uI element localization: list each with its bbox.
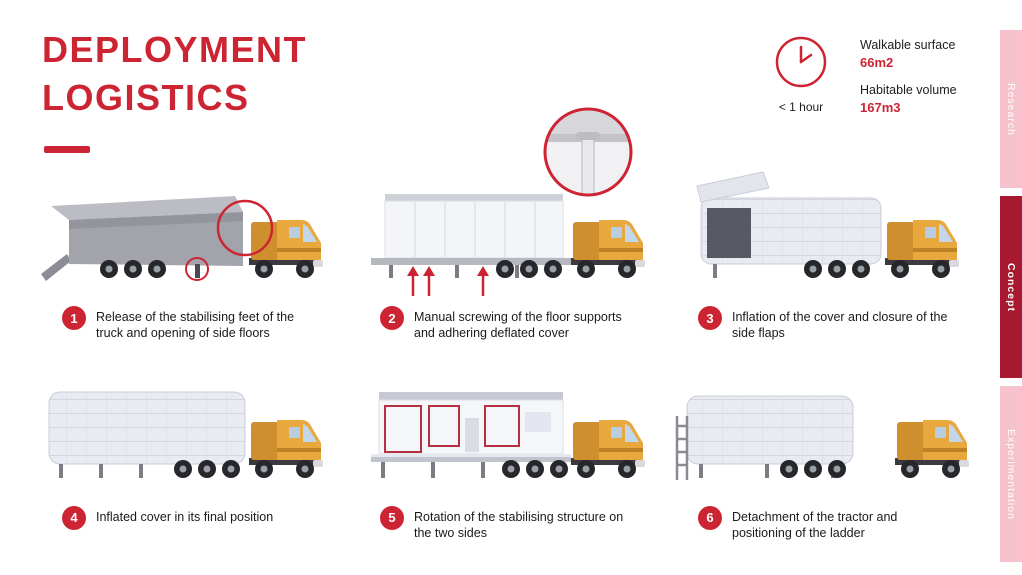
page-title: DEPLOYMENT LOGISTICS [42,26,307,122]
step-5-image [346,356,664,498]
step-3-caption: 3 Inflation of the cover and closure of … [664,306,982,342]
title-underline [44,146,90,153]
step-6-number-badge: 6 [698,505,722,530]
step-6-image [664,356,982,498]
stat-value: 167m3 [860,100,901,115]
clock-icon [775,36,827,88]
step-5-caption: 5 Rotation of the stabilising structure … [346,505,664,542]
step-2-number-badge: 2 [380,306,404,330]
step-4-number-badge: 4 [62,505,86,530]
step-4: 4 Inflated cover in its final position [28,356,346,542]
tab-experimentation[interactable]: Experimentation [1000,386,1022,562]
step-2-image [346,156,664,298]
deployment-time: < 1 hour [772,34,830,114]
step-4-image [28,356,346,498]
tab-research-label: Research [1005,82,1017,136]
step-2-caption: 2 Manual screwing of the floor supports … [346,306,664,342]
tab-concept[interactable]: Concept [1000,196,1022,378]
step-1-number-badge: 1 [62,306,86,330]
step-4-caption: 4 Inflated cover in its final position [28,505,346,530]
step-6: 6 Detachment of the tractor and position… [664,356,982,542]
tab-experimentation-label: Experimentation [1005,428,1017,520]
step-5-truck-illustration [371,391,645,478]
step-3-caption-text: Inflation of the cover and closure of th… [732,310,948,341]
stat-label: Walkable surface [860,38,956,52]
step-1: 1 Release of the stabilising feet of the… [28,156,346,342]
step-3-number-badge: 3 [698,306,722,330]
step-5: 5 Rotation of the stabilising structure … [346,356,664,542]
step-4-truck-illustration [48,391,323,478]
step-6-truck-illustration [675,395,969,480]
stat-label: Habitable volume [860,83,957,97]
deployment-steps-grid: 1 Release of the stabilising feet of the… [28,107,982,542]
tab-concept-label: Concept [1005,262,1017,312]
step-2-truck-illustration [371,194,645,296]
stat-habitable-volume: Habitable volume 167m3 [860,83,1010,115]
step-6-caption-text: Detachment of the tractor and positionin… [732,509,898,540]
step-3-truck-illustration [696,171,959,278]
stat-value: 66m2 [860,55,894,70]
step-2: 2 Manual screwing of the floor supports … [346,107,664,342]
step-1-image [28,156,346,298]
step-4-caption-text: Inflated cover in its final position [96,509,274,524]
ladder [675,415,689,480]
step-3: 3 Inflation of the cover and closure of … [664,156,982,342]
tab-research[interactable]: Research [1000,30,1022,188]
stats-panel: Walkable surface 66m2 Habitable volume 1… [860,38,1010,128]
page-title-line-1: DEPLOYMENT [42,29,308,70]
step-6-caption: 6 Detachment of the tractor and position… [664,505,982,542]
step-1-caption: 1 Release of the stabilising feet of the… [28,306,346,342]
step-3-image [664,156,982,298]
step-5-caption-text: Rotation of the stabilising structure on… [414,509,624,540]
step-2-detail-inset [542,106,634,198]
step-1-truck-illustration [41,196,323,281]
stat-walkable-surface: Walkable surface 66m2 [860,38,1010,70]
step-1-caption-text: Release of the stabilising feet of the t… [96,310,295,341]
step-5-number-badge: 5 [380,505,404,530]
time-label: < 1 hour [778,100,824,114]
detail-photo-inset [543,107,633,197]
page-title-line-2: LOGISTICS [42,76,250,118]
step-2-caption-text: Manual screwing of the floor supports an… [414,310,622,341]
